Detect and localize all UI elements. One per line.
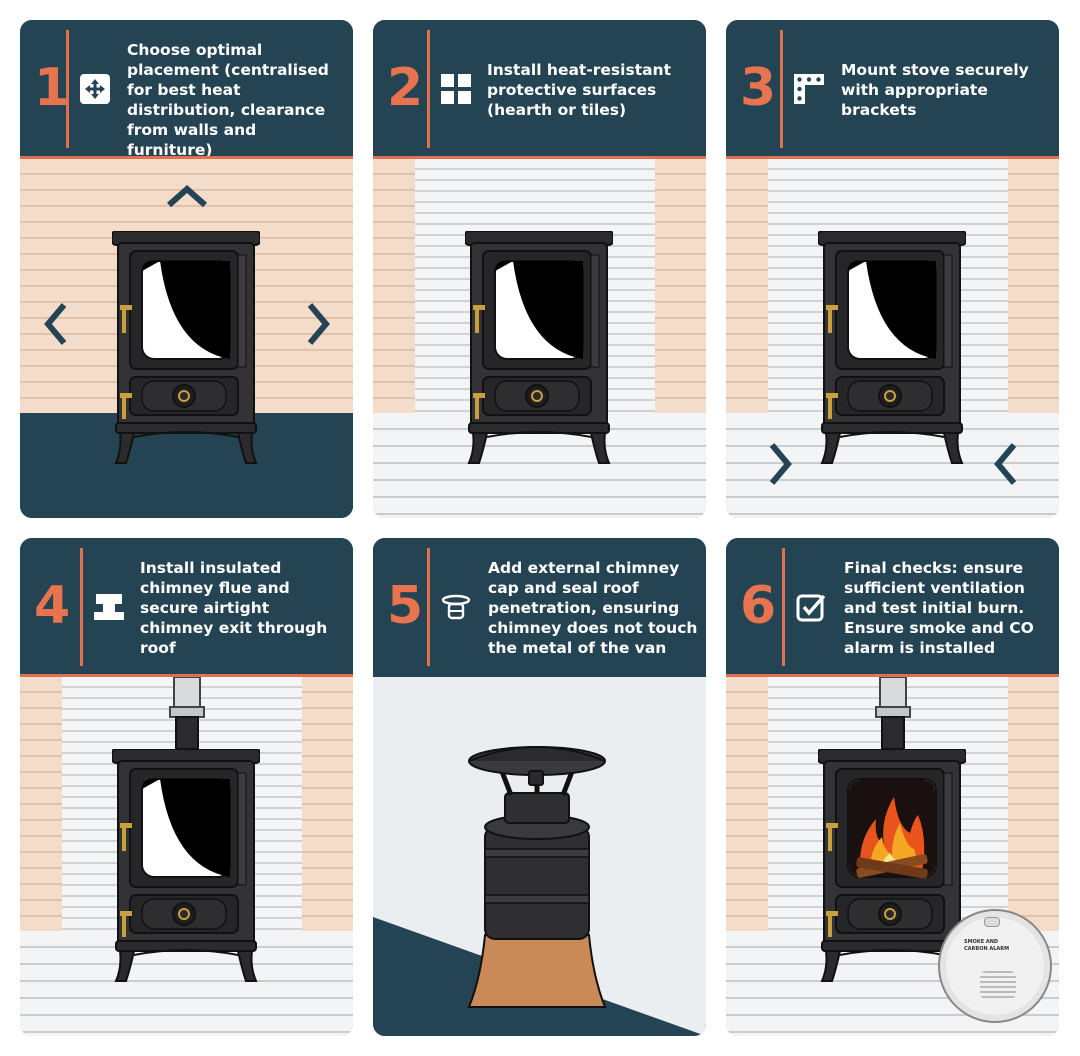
stove-scene	[726, 159, 1059, 518]
chevron-right-icon	[307, 303, 330, 345]
stove-illustration	[112, 749, 260, 983]
divider	[20, 674, 353, 677]
step-card-5: 5 Add external chimney cap and seal roof…	[373, 538, 706, 1036]
chimney-cap-illustration	[373, 746, 706, 1036]
stove-illustration	[465, 231, 613, 465]
step-header: 6 Final checks: ensure sufficient ventil…	[726, 538, 1059, 674]
checkbox-icon	[796, 592, 826, 622]
step-number: 3	[740, 58, 777, 118]
step-text: Mount stove securely with appropriate br…	[841, 61, 1029, 119]
smoke-alarm-label: SMOKE AND	[964, 939, 999, 945]
step-card-4: 4 Install insulated chimney flue and sec…	[20, 538, 353, 1036]
step-number: 2	[387, 58, 424, 118]
divider	[780, 30, 783, 148]
grid-squares-icon	[441, 74, 471, 104]
step-header: 4 Install insulated chimney flue and sec…	[20, 538, 353, 674]
step-header: 2 Install heat-resistant protective surf…	[373, 20, 706, 156]
step-header: 5 Add external chimney cap and seal roof…	[373, 538, 706, 674]
step-text: Final checks: ensure sufficient ventilat…	[844, 559, 1034, 657]
alarm-button	[984, 917, 1000, 927]
chimney-flue	[875, 677, 911, 749]
stove-scene: SMOKE AND CARBON ALARM	[726, 677, 1059, 1036]
divider	[80, 548, 83, 666]
chevron-right-icon	[769, 443, 792, 485]
stove-scene	[20, 677, 353, 1036]
step-card-3: 3 Mount stove securely with appropriate …	[726, 20, 1059, 518]
stove-scene	[373, 159, 706, 518]
move-arrows-icon	[80, 74, 110, 104]
step-text: Install heat-resistant protective surfac…	[487, 61, 672, 119]
divider	[373, 156, 706, 159]
chimney-cap-icon	[441, 592, 471, 622]
smoke-alarm: SMOKE AND CARBON ALARM	[938, 909, 1052, 1023]
stove-scene	[20, 159, 353, 518]
step-number: 5	[387, 576, 424, 636]
divider	[782, 548, 785, 666]
step-header: 1 Choose optimal placement (centralised …	[20, 20, 353, 159]
chevron-left-icon	[44, 303, 67, 345]
stove-illustration	[818, 231, 966, 465]
flue-icon	[94, 592, 124, 622]
alarm-speaker-grille	[980, 971, 1016, 999]
divider	[20, 156, 353, 159]
step-text: Install insulated chimney flue and secur…	[140, 559, 328, 657]
divider	[726, 674, 1059, 677]
divider	[427, 548, 430, 666]
chimney-flue	[169, 677, 205, 749]
step-header: 3 Mount stove securely with appropriate …	[726, 20, 1059, 156]
smoke-alarm-label: CARBON ALARM	[964, 946, 1010, 952]
chevron-up-icon	[167, 184, 207, 208]
chevron-left-icon	[994, 443, 1017, 485]
step-card-2: 2 Install heat-resistant protective surf…	[373, 20, 706, 518]
step-card-1: 1 Choose optimal placement (centralised …	[20, 20, 353, 518]
bracket-icon	[794, 74, 824, 104]
step-number: 1	[34, 58, 71, 118]
divider	[373, 674, 706, 677]
divider	[726, 156, 1059, 159]
step-text: Choose optimal placement (centralised fo…	[127, 41, 329, 159]
step-text: Add external chimney cap and seal roof p…	[488, 559, 698, 657]
step-number: 4	[34, 576, 71, 636]
step-card-6: 6 Final checks: ensure sufficient ventil…	[726, 538, 1059, 1036]
stove-illustration	[112, 231, 260, 465]
divider	[66, 30, 69, 148]
step-number: 6	[740, 576, 777, 636]
divider	[427, 30, 430, 148]
roof-scene	[373, 677, 706, 1036]
